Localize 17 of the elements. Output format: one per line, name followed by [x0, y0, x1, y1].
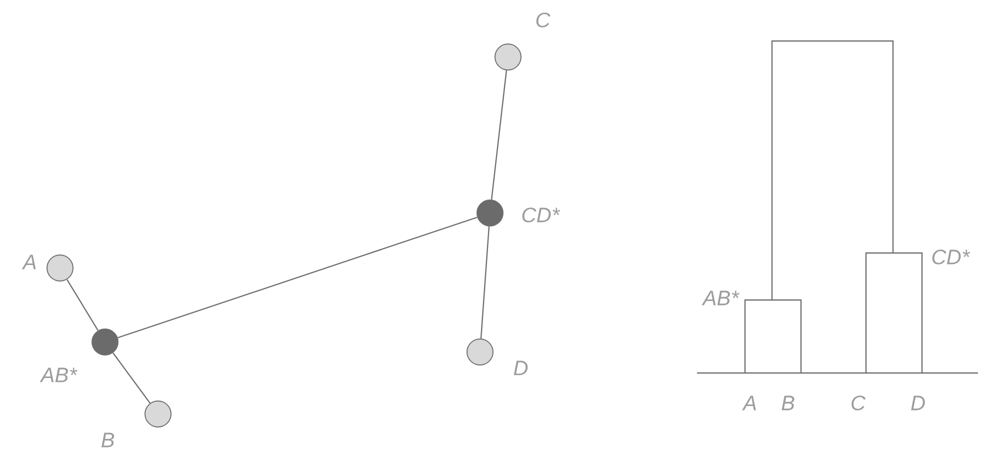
axis-label: AB*: [702, 290, 740, 306]
axis-label: C: [852, 396, 866, 410]
node-label: B: [102, 432, 114, 448]
node-label: CD*: [522, 208, 560, 222]
axis-label: D: [911, 396, 925, 410]
node-label: A: [22, 254, 36, 270]
connector-line: [118, 216, 478, 338]
axis-label: CD*: [932, 250, 970, 264]
connector-line: [112, 352, 150, 404]
node-label: AB*: [40, 368, 78, 382]
connector-line: [490, 70, 508, 200]
node-label: D: [514, 360, 528, 376]
node-label: C: [536, 12, 550, 28]
connector-line: [66, 279, 98, 331]
axis-label: B: [782, 396, 794, 410]
connector-line: [480, 226, 490, 339]
axis-label: A: [742, 396, 756, 410]
